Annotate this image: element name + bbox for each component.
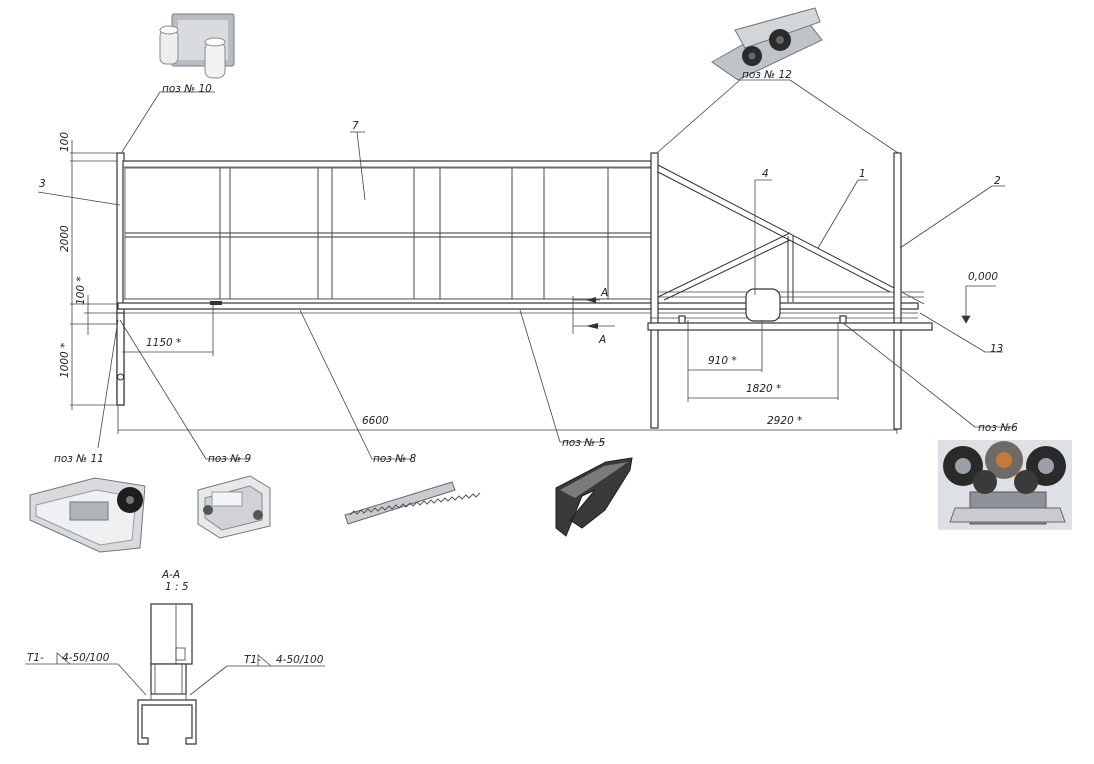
dim-carriage-1: 910 * [708,355,737,367]
callout-3: 3 [39,178,46,190]
weld-left-type: Т1- [27,652,44,664]
part-photo-12 [711,7,823,81]
dimension-lines [70,140,996,434]
part-label-5: поз № 5 [562,437,605,449]
part-photo-10 [159,13,235,79]
motor-drive [745,288,781,322]
section-marker-top: А [600,287,608,299]
dim-rack-offset: 1150 * [146,337,181,349]
guide-beam [117,302,919,310]
section-scale: 1 : 5 [165,581,189,593]
weld-right-value: 4-50/100 [276,654,324,666]
dim-carriage-2: 1820 * [746,383,781,395]
dim-elevation: 0,000 [968,271,998,283]
carriage-left [678,315,686,324]
section-title: А-А [161,569,180,581]
dim-foundation-depth: 1000 * [59,343,71,378]
callout-2: 2 [994,175,1001,187]
dim-post-cap: 100 [59,132,71,152]
part-label-6: поз №6 [978,422,1018,434]
dim-bottom-gap: 100 * [75,276,87,305]
callout-13: 13 [990,343,1003,355]
weld-left-value: 4-50/100 [62,652,110,664]
part-label-9: поз № 9 [208,453,251,465]
dim-gate-height: 2000 [59,225,71,252]
part-label-11: поз № 11 [54,453,104,465]
part-label-8: поз № 8 [373,453,416,465]
middle-post [650,152,659,429]
part-photo-8 [344,481,481,525]
counterweight-tail [657,164,925,305]
gate-frame [116,152,933,430]
weld-right-type: Т1- [244,654,261,666]
callout-4: 4 [762,168,769,180]
dim-gate-width: 6600 [362,415,389,427]
callout-1: 1 [859,168,866,180]
dim-tail-length: 2920 * [767,415,802,427]
part-photo-11 [29,477,146,553]
carriage-right [839,315,847,324]
leader-lines [37,79,1015,460]
foundation-channel [647,322,933,331]
part-photo-5 [555,457,633,537]
section-marker-bottom: А [598,334,606,346]
part-photo-6 [938,440,1072,530]
part-label-12: поз № 12 [742,69,792,81]
section-a-a: А-А 1 : 5 Т1- 4-50/100 Т1- 4-50/100 [25,569,325,745]
part-photo-9 [197,475,271,539]
right-post [893,152,902,430]
part-label-10: поз № 10 [162,83,212,95]
callout-7: 7 [352,120,359,132]
